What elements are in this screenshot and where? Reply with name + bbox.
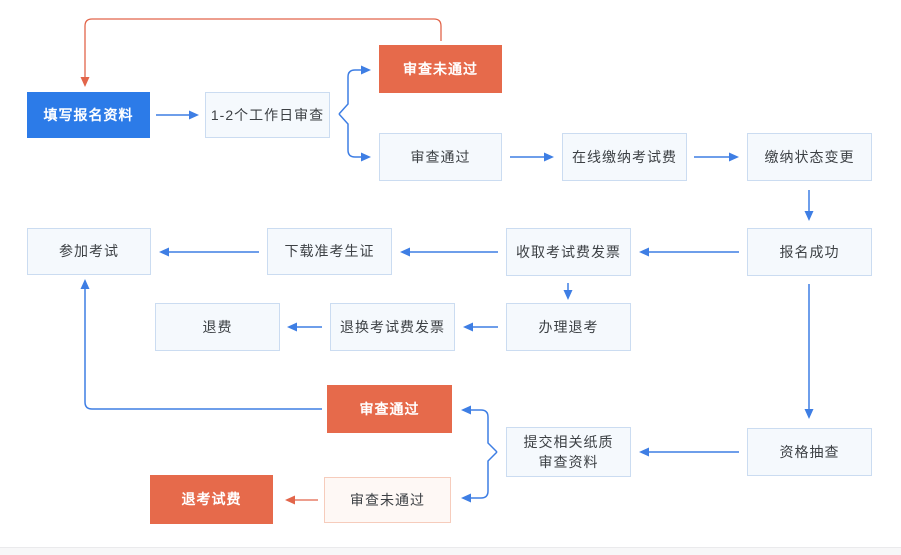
- node-review-duration: 1-2个工作日审查: [205, 92, 330, 138]
- connector-branch-review-fail: [338, 65, 371, 115]
- node-registration-success: 报名成功: [747, 228, 872, 276]
- node-pay-online: 在线缴纳考试费: [562, 133, 687, 181]
- node-pay-status-change: 缴纳状态变更: [747, 133, 872, 181]
- connector-branch-review-pass: [338, 113, 371, 162]
- connector-branch-submit-fail: [461, 451, 498, 503]
- page-bottom-divider: [0, 547, 901, 555]
- node-refund-exam-fee: 退考试费: [150, 475, 273, 524]
- node-fill-registration-info: 填写报名资料: [27, 92, 150, 138]
- node-review-pass-bottom: 审查通过: [327, 385, 452, 433]
- node-submit-paper-materials: 提交相关纸质 审查资料: [506, 427, 631, 477]
- node-attend-exam: 参加考试: [27, 228, 151, 275]
- node-review-fail-bottom: 审查未通过: [324, 477, 451, 523]
- node-return-invoice: 退换考试费发票: [330, 303, 455, 351]
- node-receive-invoice: 收取考试费发票: [506, 228, 631, 276]
- node-download-ticket: 下载准考生证: [267, 228, 392, 275]
- node-refund: 退费: [155, 303, 280, 351]
- node-qualification-check: 资格抽查: [747, 428, 872, 476]
- node-cancel-exam: 办理退考: [506, 303, 631, 351]
- connector-branch-submit-pass: [461, 405, 498, 453]
- connector-passbottom-attend: [80, 279, 322, 410]
- node-review-fail-top: 审查未通过: [379, 45, 502, 93]
- node-review-pass-top: 审查通过: [379, 133, 502, 181]
- connector-failtop-fillinfo-loop: [80, 18, 442, 87]
